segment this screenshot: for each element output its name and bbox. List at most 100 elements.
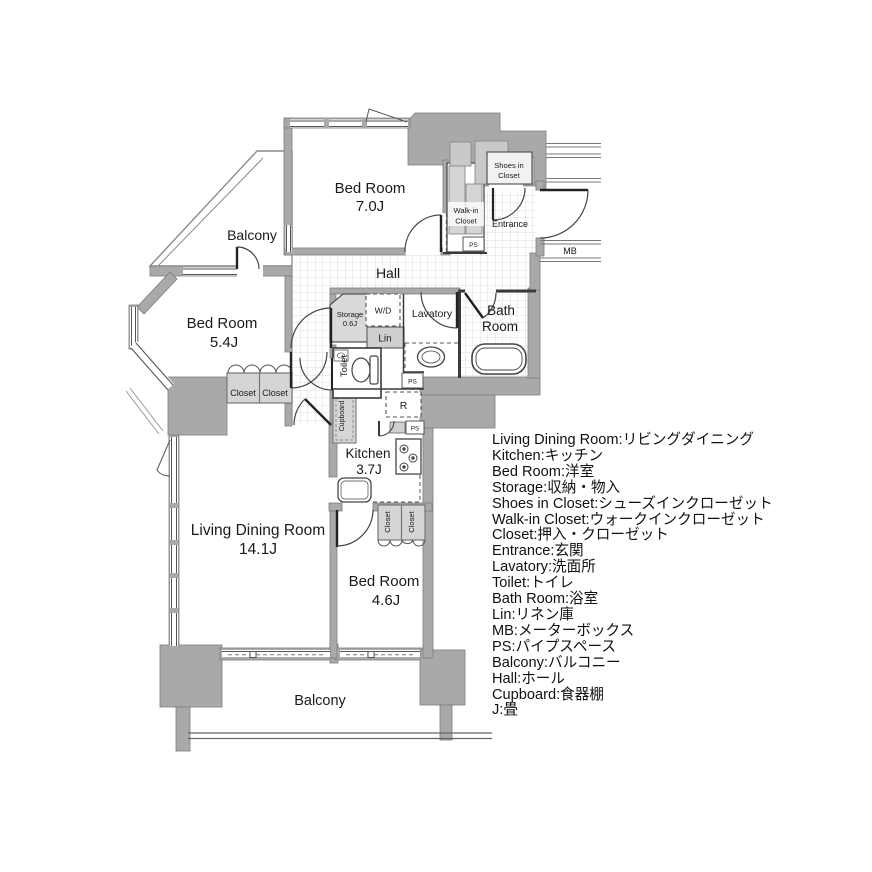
label-kitchen-size: 3.7J — [356, 462, 382, 477]
corridor-lines — [546, 142, 601, 183]
label-bedroom4-name: Bed Room — [349, 573, 420, 590]
label-storage-size: 0.6J — [343, 319, 358, 328]
door-bath — [464, 292, 497, 319]
label-lin: Lin — [378, 334, 391, 345]
label-ps-3: PS — [411, 426, 419, 433]
legend-item: Kitchen:キッチン — [492, 447, 604, 464]
kitchen-sink-icon — [337, 477, 372, 503]
label-ps-2: PS — [408, 379, 417, 386]
legend: Living Dining Room:リビングダイニング Kitchen:キッチ… — [492, 432, 773, 719]
legend-item: Toilet:トイレ — [492, 575, 574, 592]
label-toilet: Toilet — [339, 355, 350, 378]
legend-item: PS:パイプスペース — [492, 638, 616, 655]
label-bedroom7-size: 7.0J — [356, 198, 384, 215]
label-closet-1: Closet — [230, 388, 256, 398]
label-wic-2: Closet — [455, 217, 477, 226]
label-bath-2: Room — [482, 319, 518, 334]
label-closet-4: Closet — [407, 510, 416, 532]
door-toilet — [299, 357, 333, 391]
label-living-size: 14.1J — [239, 541, 277, 558]
legend-item: Shoes in Closet:シューズインクローゼット — [492, 495, 773, 512]
balcony-rail — [125, 390, 160, 435]
label-ps-1: PS — [469, 242, 478, 249]
legend-item: Bath Room:浴室 — [492, 591, 599, 608]
hall-floor — [292, 188, 536, 425]
legend-item: Bed Room:洋室 — [492, 463, 595, 480]
label-refrigerator: R — [400, 400, 408, 412]
door-shoes-closet — [491, 187, 526, 221]
interior-walls — [331, 252, 536, 390]
ps-boxes — [389, 236, 485, 435]
door-balcony-top — [235, 246, 260, 270]
label-sic-1: Shoes in — [494, 161, 524, 170]
exterior-lines — [188, 142, 601, 740]
corner-basin — [333, 349, 349, 362]
closet-bedroom4 — [377, 504, 426, 547]
label-bath-1: Bath — [487, 303, 515, 318]
closet-bedroom5 — [226, 364, 293, 404]
doors — [235, 187, 589, 547]
legend-item: Balcony:バルコニー — [492, 654, 621, 671]
bathtub-icon — [471, 343, 527, 375]
awning-window-flap — [365, 108, 408, 123]
legend-item: Hall:ホール — [492, 670, 565, 687]
small-utility-box — [389, 421, 406, 434]
balcony-edge-lines — [188, 732, 492, 740]
label-storage-name: Storage — [337, 310, 364, 319]
label-wd: W/D — [375, 306, 392, 316]
legend-item: J:畳 — [492, 702, 518, 719]
label-kitchen-name: Kitchen — [345, 446, 390, 461]
legend-item: Cupboard:食器棚 — [492, 686, 604, 703]
legend-item: Storage:収納・物入 — [492, 479, 621, 496]
label-bedroom4-size: 4.6J — [372, 592, 400, 609]
label-sic-2: Closet — [498, 171, 520, 180]
label-hall: Hall — [376, 265, 400, 281]
label-mb: MB — [563, 246, 577, 256]
label-bedroom7-name: Bed Room — [335, 180, 406, 197]
casement-window-flap — [156, 439, 171, 477]
bifold-door-arcs — [227, 364, 293, 374]
legend-item: Lavatory:洗面所 — [492, 559, 596, 576]
shoes-in-closet — [449, 140, 535, 185]
refrigerator-box — [385, 391, 422, 418]
label-closet-3: Closet — [383, 510, 392, 532]
dashed-outlines — [365, 293, 458, 503]
label-bedroom5-name: Bed Room — [187, 315, 258, 332]
legend-item: MB:メーターボックス — [492, 622, 635, 639]
fixtures — [337, 343, 527, 503]
door-washroom — [290, 307, 333, 349]
legend-item: Entrance:玄関 — [492, 543, 584, 560]
label-entrance: Entrance — [492, 219, 528, 229]
legend-item: Lin:リネン庫 — [492, 606, 574, 623]
door-bedroom7 — [404, 214, 443, 253]
door-lavatory — [420, 291, 459, 329]
label-living-name: Living Dining Room — [191, 522, 325, 539]
label-balcony-top: Balcony — [227, 227, 277, 243]
labels: Bed Room 7.0J Balcony Bed Room 5.4J Hall… — [187, 161, 577, 709]
bifold-door-arcs — [377, 539, 426, 547]
door-entrance — [539, 188, 589, 239]
vanity-counter — [404, 342, 458, 372]
kitchen-counter — [371, 475, 421, 503]
toilet-icon — [351, 355, 379, 385]
door-living — [293, 398, 332, 426]
lavatory-sink-icon — [416, 346, 446, 368]
washer-dryer-box — [365, 293, 401, 327]
label-cupboard: Cupboard — [339, 401, 346, 432]
door-bedroom4 — [335, 509, 374, 547]
label-balcony-bottom: Balcony — [294, 693, 346, 709]
door-kitchen-hatch — [378, 420, 395, 437]
label-lavatory: Lavatory — [412, 308, 453, 320]
legend-item: Closet:押入・クローゼット — [492, 527, 669, 544]
meter-box-lines — [540, 239, 601, 263]
legend-item: Living Dining Room:リビングダイニング — [492, 432, 754, 448]
windows — [125, 108, 523, 659]
label-wic-1: Walk-in — [453, 206, 478, 215]
stove-icon — [395, 438, 422, 475]
balcony-top-left — [148, 150, 293, 267]
legend-item: Walk-in Closet:ウォークインクローゼット — [492, 511, 765, 528]
door-bedroom5 — [289, 351, 328, 389]
label-closet-2: Closet — [262, 388, 288, 398]
